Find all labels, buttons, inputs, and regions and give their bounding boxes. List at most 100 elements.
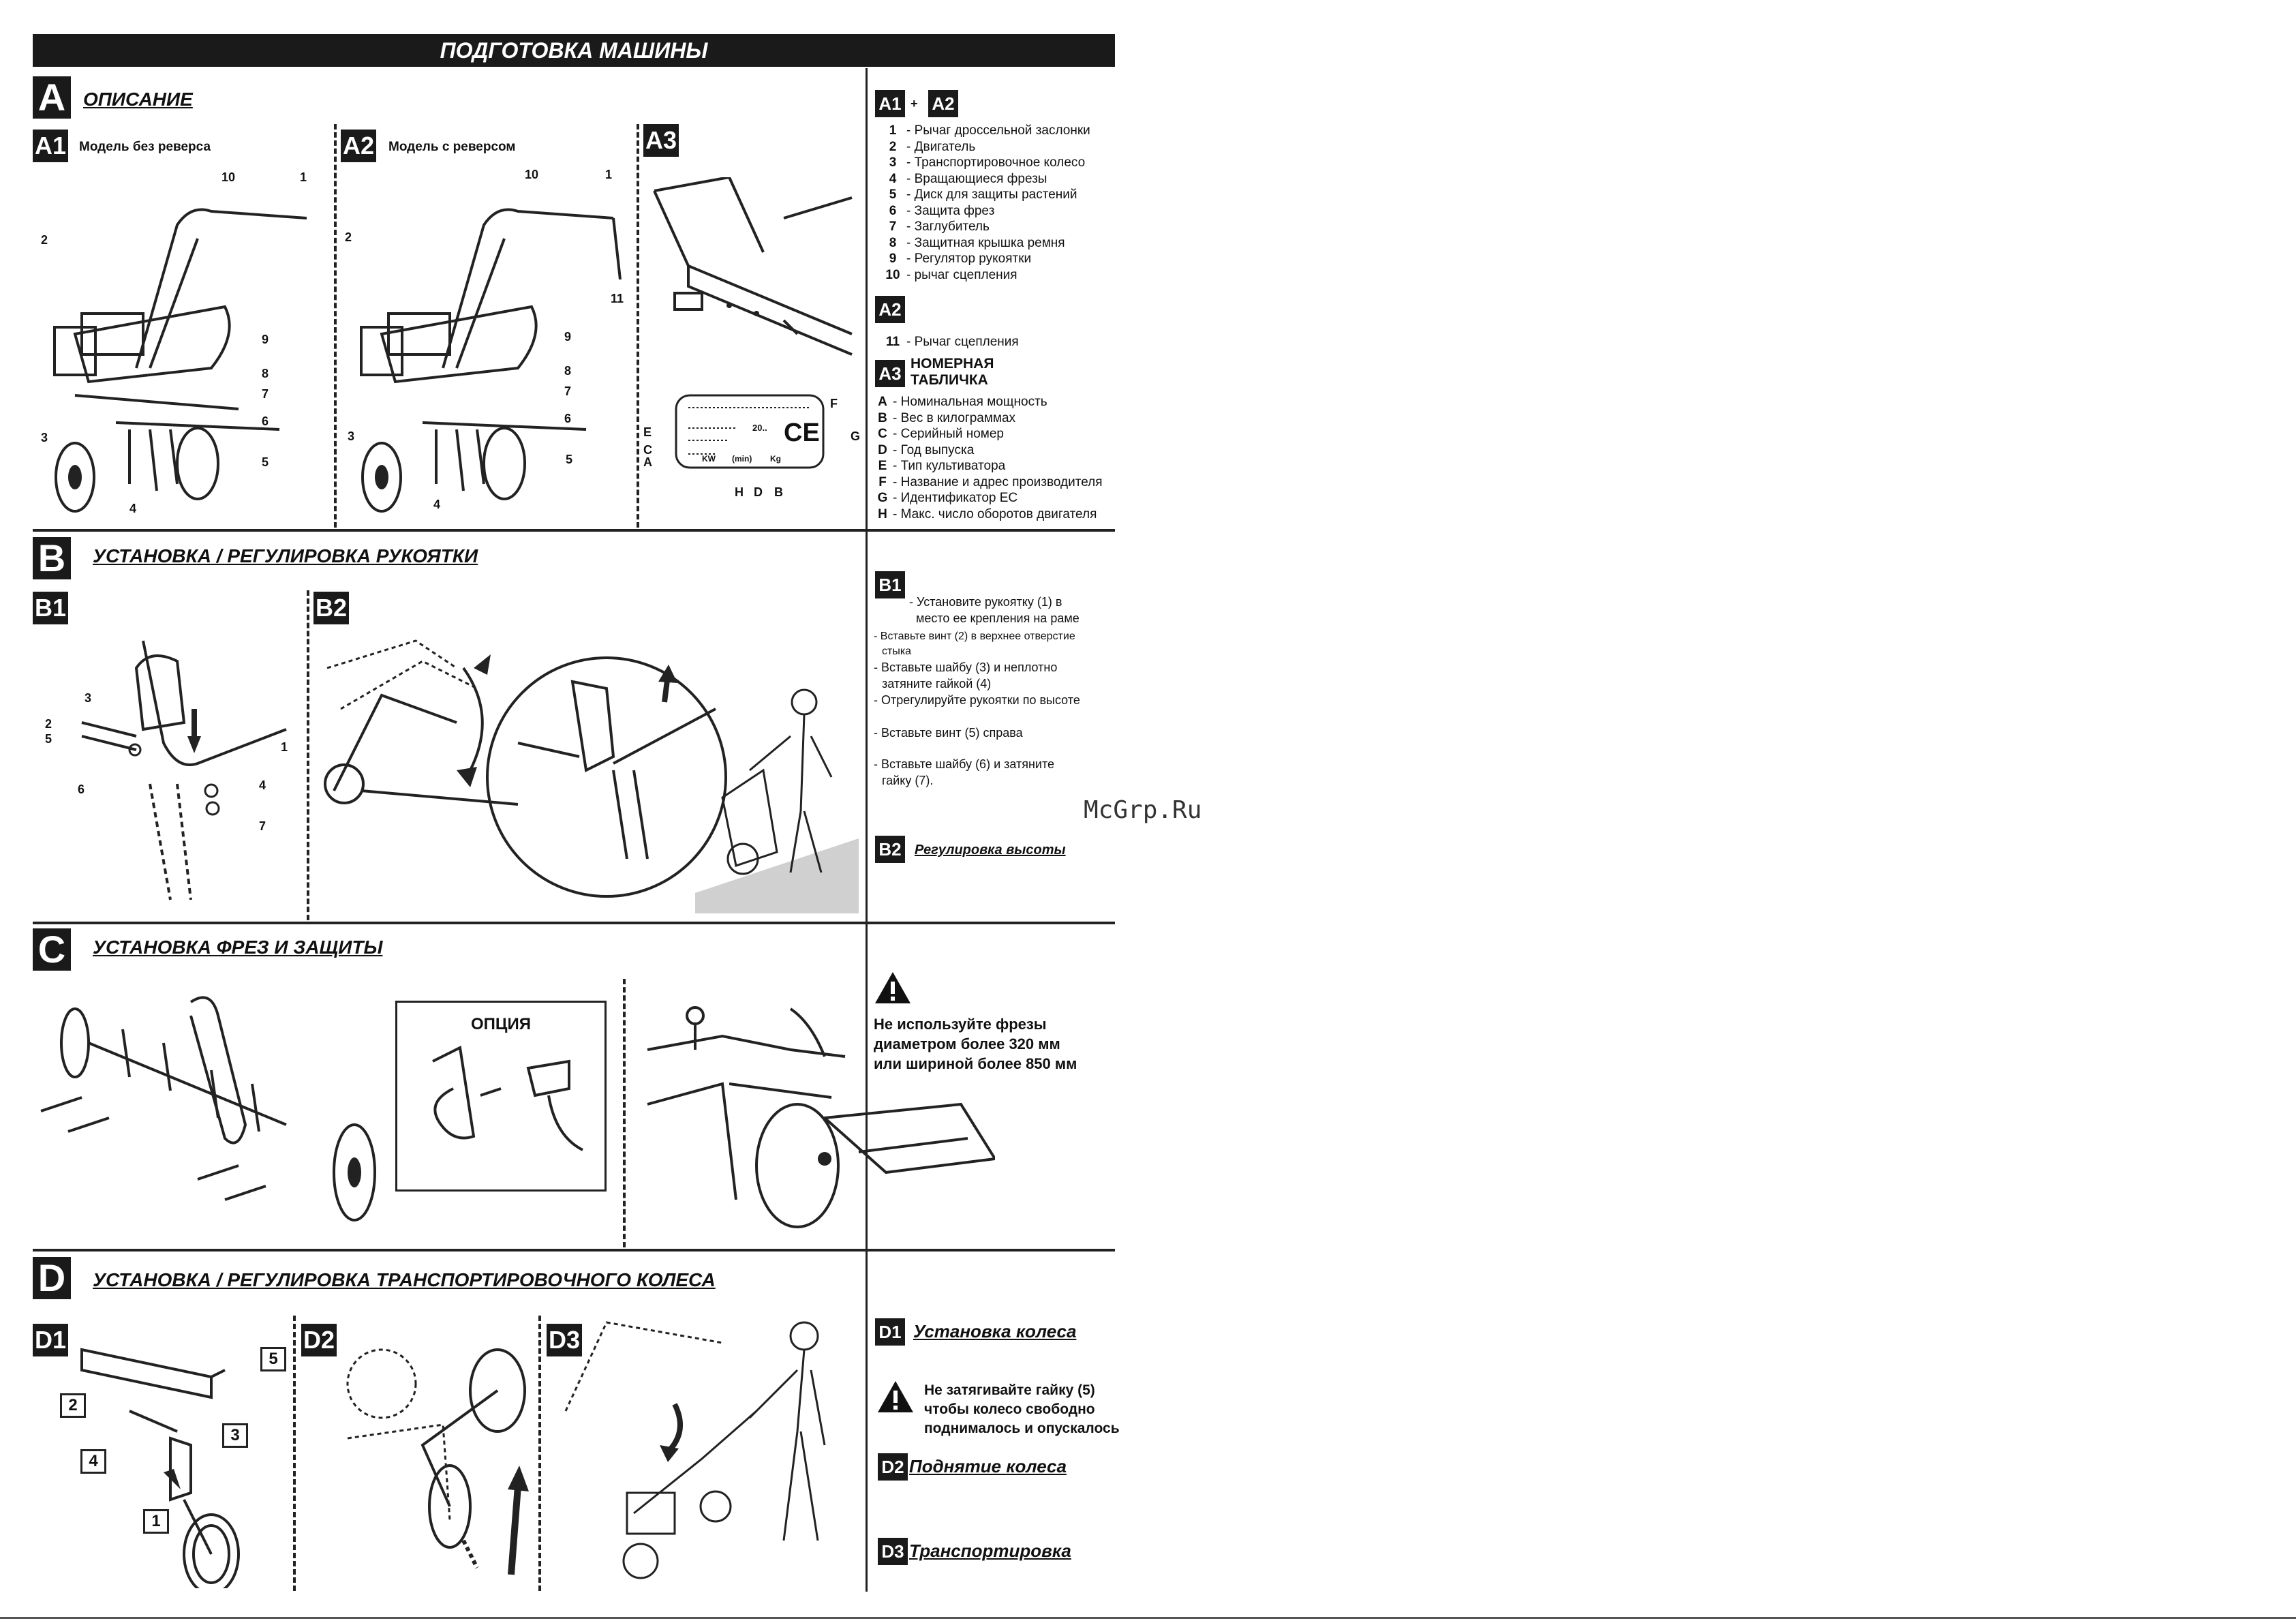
b1-text-badge: B1 bbox=[875, 571, 905, 598]
a2-badge: A2 bbox=[341, 130, 376, 162]
a1-num: 10 bbox=[221, 170, 236, 184]
legend-item: 7- Заглубитель bbox=[889, 219, 990, 234]
a1-num: 7 bbox=[262, 387, 269, 401]
legend-a3-title: НОМЕРНАЯ ТАБЛИЧКА bbox=[910, 356, 994, 388]
d1-text-badge: D1 bbox=[875, 1318, 905, 1346]
plate-kw: KW bbox=[702, 454, 716, 464]
legend-item: 1- Рычаг дроссельной заслонки bbox=[889, 123, 1090, 138]
page-title: ПОДГОТОВКА МАШИНЫ bbox=[33, 34, 1115, 67]
a3-plate-figure bbox=[675, 394, 825, 469]
legend-item: 10- рычаг сцепления bbox=[885, 267, 1017, 282]
section-divider-c-d bbox=[33, 1249, 1115, 1252]
b1-step: - Вставьте шайбу (6) и затяните bbox=[874, 757, 1055, 771]
c-tines-figure bbox=[40, 996, 376, 1222]
c-warning-icon bbox=[875, 972, 910, 1003]
d2-text: Поднятие колеса bbox=[909, 1456, 1067, 1476]
b2-text-badge: B2 bbox=[875, 836, 905, 863]
watermark: McGrp.Ru bbox=[1084, 796, 1202, 824]
legend-item: A- Номинальная мощность bbox=[878, 395, 1047, 409]
b1-num: 3 bbox=[85, 691, 92, 705]
c-warning-line: или шириной более 850 мм bbox=[874, 1055, 1077, 1072]
plate-letter: B bbox=[774, 485, 783, 499]
d3-transport-figure bbox=[564, 1321, 826, 1579]
plate-letter: A bbox=[643, 455, 652, 469]
plate-letter: G bbox=[851, 429, 861, 443]
c-divider bbox=[623, 979, 626, 1247]
a2-num: 9 bbox=[564, 330, 572, 344]
b-divider bbox=[307, 590, 309, 920]
a2-num: 8 bbox=[564, 364, 572, 378]
a1-num: 4 bbox=[129, 502, 137, 515]
c-option-box: ОПЦИЯ bbox=[395, 1001, 607, 1192]
a2-num: 2 bbox=[345, 230, 352, 244]
a2-num: 3 bbox=[348, 429, 355, 443]
d3-text-badge: D3 bbox=[878, 1538, 908, 1565]
section-a-badge: A bbox=[33, 76, 71, 119]
legend-item: 2- Двигатель bbox=[889, 139, 976, 154]
a-divider-2 bbox=[637, 124, 639, 528]
a1-tiller-figure bbox=[53, 208, 307, 513]
legend-item: E- Тип культиватора bbox=[878, 459, 1006, 473]
c-depth-bar-figure bbox=[647, 1006, 995, 1228]
b1-step: стыка bbox=[882, 646, 912, 657]
legend-a-list: 1- Рычаг дроссельной заслонки 2- Двигате… bbox=[879, 123, 1090, 283]
d1-text: Установка колеса bbox=[913, 1321, 1077, 1341]
a1-num: 3 bbox=[41, 431, 48, 444]
d-warning-line: поднималось и опускалось bbox=[924, 1421, 1120, 1436]
plate-kg: Kg bbox=[770, 454, 781, 464]
c-option-label: ОПЦИЯ bbox=[471, 1015, 531, 1033]
a2-num: 5 bbox=[566, 453, 573, 466]
c-option-tines-figure bbox=[432, 1045, 583, 1151]
legend-item: 5- Диск для защиты растений bbox=[889, 187, 1077, 202]
legend-a3-badge: A3 bbox=[875, 360, 905, 387]
plate-letter: H bbox=[735, 485, 744, 499]
b1-num: 2 bbox=[45, 717, 52, 731]
legend-item: D- Год выпуска bbox=[878, 442, 975, 457]
legend-a2-only-badge: A2 bbox=[875, 296, 905, 323]
a1-num: 8 bbox=[262, 367, 269, 380]
d2-badge: D2 bbox=[301, 1324, 337, 1356]
a2-num: 11 bbox=[611, 292, 624, 305]
legend-item: H- Макс. число оборотов двигателя bbox=[878, 506, 1097, 521]
b2-height-adjust-figure bbox=[324, 639, 859, 913]
legend-item: C- Серийный номер bbox=[878, 427, 1004, 441]
a1-caption: Модель без реверса bbox=[79, 140, 211, 154]
a1-num: 6 bbox=[262, 414, 269, 428]
b1-step: - Вставьте шайбу (3) и неплотно bbox=[874, 661, 1058, 674]
a3-frame-figure bbox=[653, 177, 853, 356]
d-warning-icon bbox=[878, 1381, 913, 1412]
d1-badge: D1 bbox=[33, 1324, 68, 1356]
plate-letter: C bbox=[643, 443, 652, 457]
d1-step-5: 5 bbox=[260, 1347, 286, 1371]
plate-letter: F bbox=[830, 397, 838, 410]
d-warning-line: чтобы колесо свободно bbox=[924, 1401, 1095, 1417]
d1-step-1: 1 bbox=[143, 1509, 169, 1534]
section-b-badge: B bbox=[33, 537, 71, 579]
b2-text: Регулировка высоты bbox=[915, 843, 1066, 858]
a2-tiller-figure bbox=[360, 208, 622, 513]
section-d-title: УСТАНОВКА / РЕГУЛИРОВКА ТРАНСПОРТИРОВОЧН… bbox=[93, 1269, 716, 1290]
b1-step: - Отрегулируйте рукоятки по высоте bbox=[874, 693, 1080, 707]
a1-num: 5 bbox=[262, 455, 269, 469]
section-divider-a-b bbox=[33, 529, 1115, 532]
a2-caption: Модель с реверсом bbox=[388, 140, 516, 154]
section-c-badge: C bbox=[33, 928, 71, 971]
legend-item: F- Название и адрес производителя bbox=[878, 474, 1103, 489]
b1-step: место ее крепления на раме bbox=[916, 611, 1080, 625]
c-warning-line: диаметром более 320 мм bbox=[874, 1035, 1060, 1052]
d-divider-1 bbox=[293, 1316, 296, 1591]
a2-num: 10 bbox=[525, 168, 539, 181]
plate-ce-mark: CE bbox=[784, 419, 820, 447]
legend-item: 6- Защита фрез bbox=[889, 203, 995, 218]
a1-num: 1 bbox=[300, 170, 307, 184]
d3-badge: D3 bbox=[547, 1324, 582, 1356]
d3-text: Транспортировка bbox=[909, 1541, 1071, 1561]
legend-item: B- Вес в килограммах bbox=[878, 410, 1016, 425]
column-divider bbox=[866, 68, 868, 1592]
d-divider-2 bbox=[538, 1316, 541, 1591]
plate-letter: E bbox=[643, 425, 652, 439]
d2-lift-figure bbox=[346, 1348, 529, 1575]
legend-a1-badge: A1 bbox=[875, 90, 905, 117]
a-divider-1 bbox=[334, 124, 337, 528]
c-warning-line: Не используйте фрезы bbox=[874, 1016, 1047, 1033]
